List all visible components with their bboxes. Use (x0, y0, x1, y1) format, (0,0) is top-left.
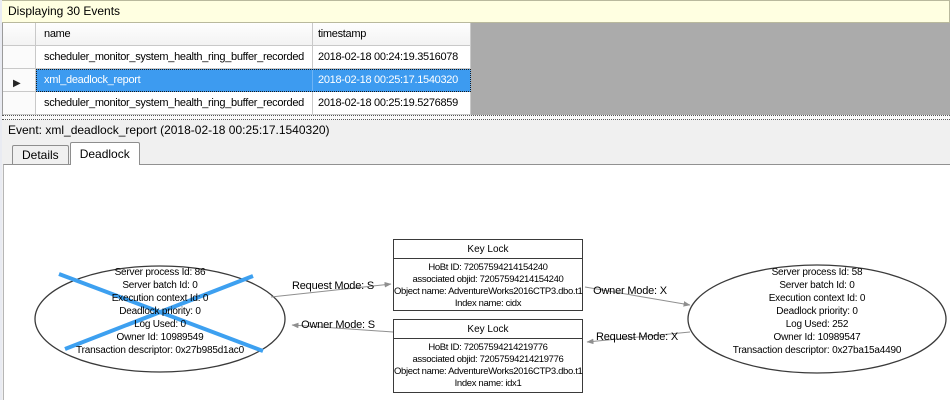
lock-line: Object name: AdventureWorks2016CTP3.dbo.… (394, 366, 583, 377)
victim-line: Log Used: 0 (134, 319, 186, 330)
column-header-timestamp[interactable]: timestamp (313, 23, 471, 46)
edge-label-owner-s: Owner Mode: S (301, 319, 375, 331)
victim-process-node (34, 265, 286, 373)
lock-line: HoBt ID: 72057594214154240 (428, 262, 548, 273)
edge-label-request-s: Request Mode: S (292, 280, 374, 292)
victim-process-details: Server process Id: 86 Server batch Id: 0… (40, 266, 280, 357)
cell-event-timestamp[interactable]: 2018-02-18 00:24:19.3516078 (313, 46, 471, 69)
edge-owner-x (584, 286, 691, 307)
survivor-line: Owner Id: 10989547 (773, 332, 861, 343)
events-grid: name timestamp scheduler_monitor_system_… (2, 23, 950, 115)
edge-label-request-x: Request Mode: X (596, 331, 678, 343)
edge-request-s (270, 281, 392, 298)
tab-strip: Details Deadlock (2, 141, 950, 165)
survivor-line: Deadlock priority: 0 (776, 306, 858, 317)
lock-title: Key Lock (394, 240, 582, 259)
events-count-label: Displaying 30 Events (8, 4, 121, 18)
cell-event-name[interactable]: scheduler_monitor_system_health_ring_buf… (36, 92, 313, 115)
victim-line: Execution context Id: 0 (111, 293, 209, 304)
lock-line: Object name: AdventureWorks2016CTP3.dbo.… (394, 286, 583, 297)
survivor-line: Server process Id: 58 (771, 267, 863, 278)
lock-line: associated objid: 72057594214154240 (412, 274, 564, 285)
event-summary-label: Event: xml_deadlock_report (2018-02-18 0… (8, 123, 330, 137)
cell-event-name[interactable]: xml_deadlock_report (36, 69, 313, 92)
tab-details[interactable]: Details (12, 145, 69, 164)
survivor-line: Execution context Id: 0 (768, 293, 866, 304)
cell-event-timestamp[interactable]: 2018-02-18 00:25:17.1540320 (313, 69, 471, 92)
edge-label-owner-x: Owner Mode: X (593, 285, 667, 297)
grid-header-row: name timestamp (3, 23, 950, 46)
lock-title: Key Lock (394, 320, 582, 339)
victim-line: Deadlock priority: 0 (119, 306, 201, 317)
table-row[interactable]: scheduler_monitor_system_health_ring_buf… (3, 46, 950, 69)
grid-corner-cell (3, 23, 36, 46)
event-summary-bar: Event: xml_deadlock_report (2018-02-18 0… (2, 120, 950, 141)
row-selector-cell[interactable]: ▶ (3, 69, 36, 92)
victim-line: Owner Id: 10989549 (116, 332, 204, 343)
tab-deadlock[interactable]: Deadlock (69, 142, 140, 165)
column-header-name[interactable]: name (36, 23, 313, 46)
survivor-line: Transaction descriptor: 0x27ba15a4490 (732, 345, 902, 356)
lock-line: associated objid: 72057594214219776 (412, 354, 564, 365)
victim-line: Server batch Id: 0 (122, 280, 198, 291)
victim-line: Server process Id: 86 (114, 267, 206, 278)
key-lock-node-bottom: Key Lock HoBt ID: 72057594214219776 asso… (393, 319, 583, 393)
cell-event-timestamp[interactable]: 2018-02-18 00:25:19.5276859 (313, 92, 471, 115)
events-count-bar: Displaying 30 Events (2, 0, 950, 23)
current-row-indicator-icon: ▶ (13, 78, 21, 89)
survivor-line: Server batch Id: 0 (779, 280, 855, 291)
survivor-line: Log Used: 252 (785, 319, 849, 330)
victim-cross-line (64, 274, 254, 351)
deadlock-graph-canvas (34, 264, 947, 374)
horizontal-splitter[interactable] (2, 115, 950, 120)
deadlock-graph-panel: Server process Id: 86 Server batch Id: 0… (3, 164, 950, 400)
survivor-process-node (687, 264, 947, 374)
lock-line: Index name: idx1 (454, 378, 522, 389)
table-row-selected[interactable]: ▶ xml_deadlock_report 2018-02-18 00:25:1… (3, 69, 950, 92)
victim-line: Transaction descriptor: 0x27b985d1ac0 (76, 345, 244, 356)
row-selector-cell[interactable] (3, 46, 36, 69)
table-row[interactable]: scheduler_monitor_system_health_ring_buf… (3, 92, 950, 115)
cell-event-name[interactable]: scheduler_monitor_system_health_ring_buf… (36, 46, 313, 69)
survivor-process-details: Server process Id: 58 Server batch Id: 0… (692, 266, 942, 357)
key-lock-node-top: Key Lock HoBt ID: 72057594214154240 asso… (393, 239, 583, 311)
edge-owner-s (291, 322, 394, 333)
lock-line: HoBt ID: 72057594214219776 (428, 342, 548, 353)
row-selector-cell[interactable] (3, 92, 36, 115)
lock-line: Index name: cidx (454, 298, 522, 309)
edge-request-x (586, 331, 691, 345)
